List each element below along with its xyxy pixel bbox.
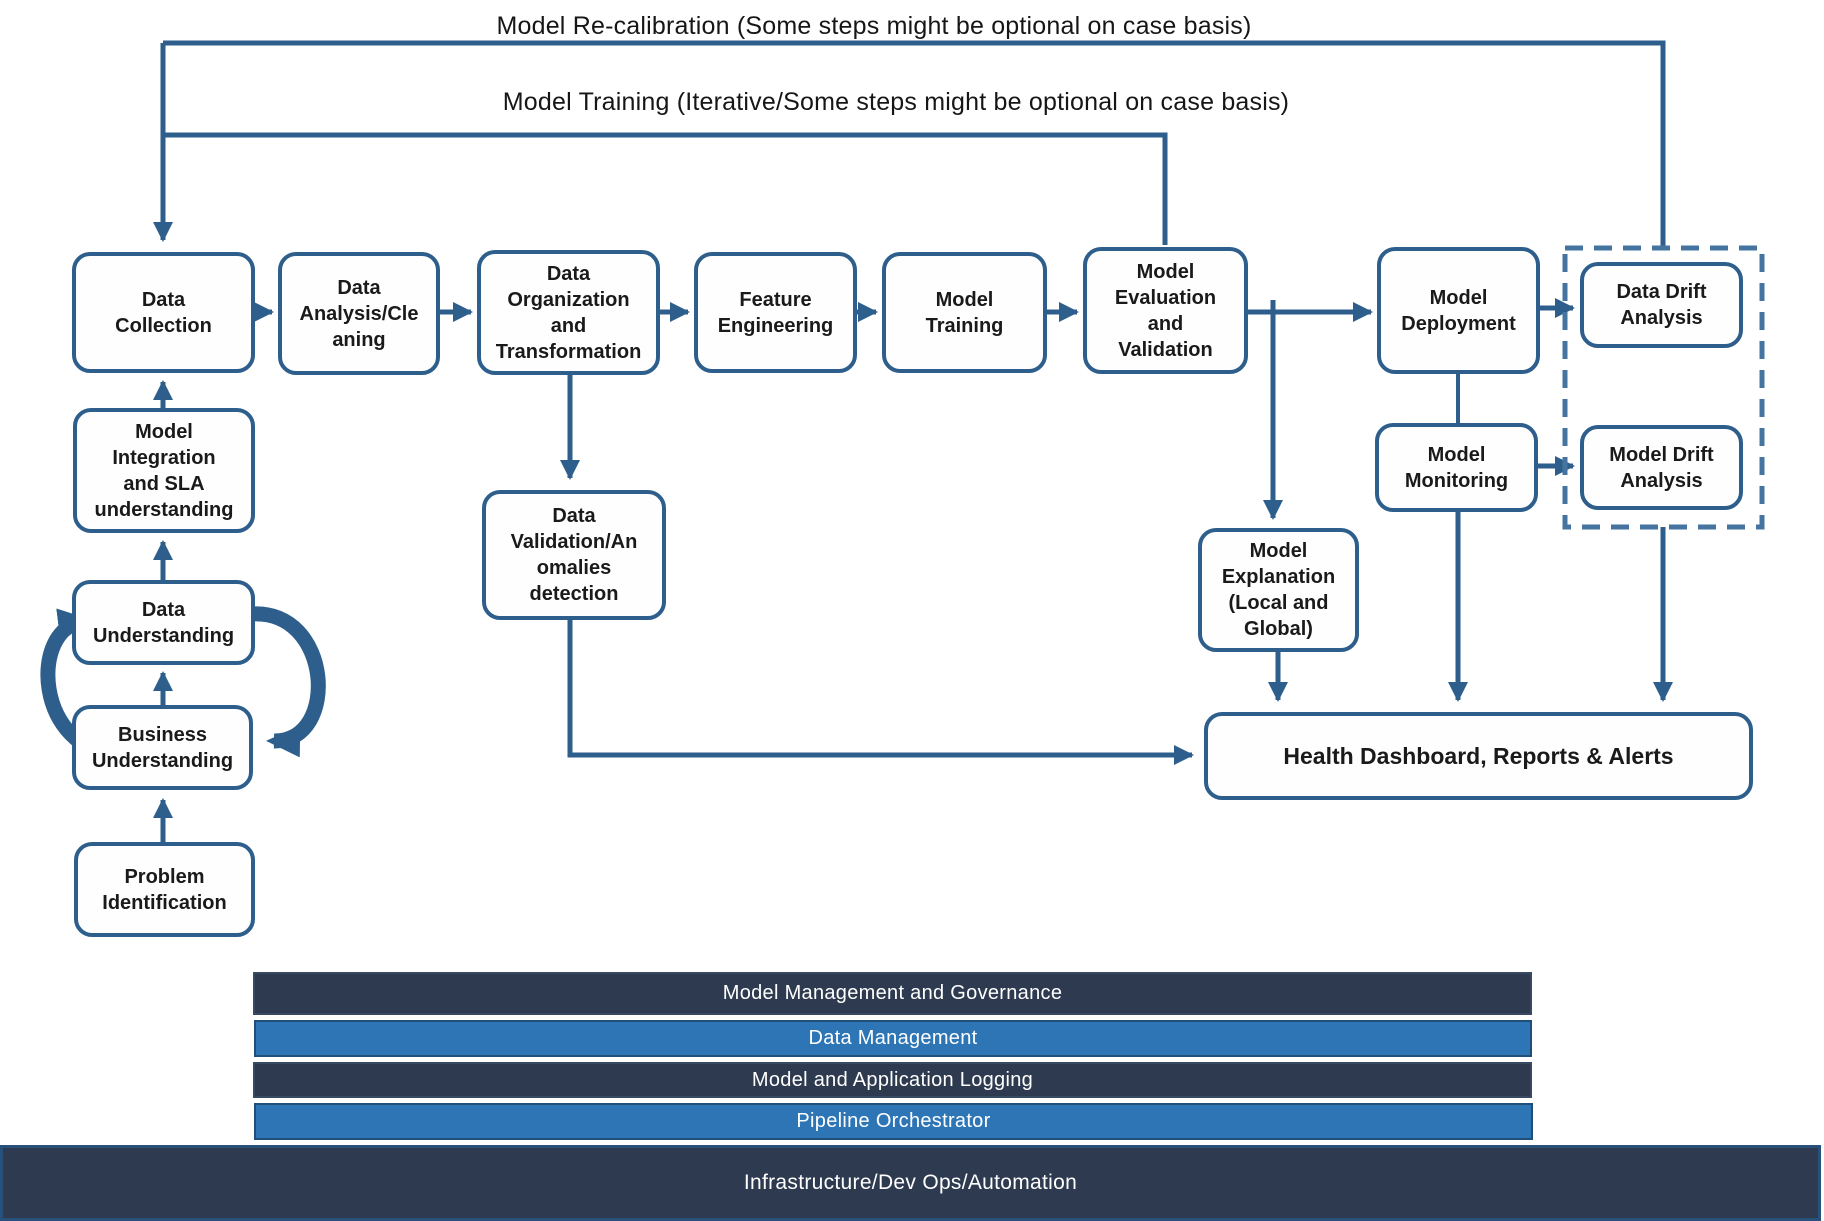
- node-model-explanation: Model Explanation (Local and Global): [1198, 528, 1359, 652]
- node-label: Problem Identification: [102, 865, 227, 914]
- node-health-dashboard: Health Dashboard, Reports & Alerts: [1204, 712, 1753, 800]
- layer-label: Model and Application Logging: [751, 1068, 1034, 1091]
- node-data-drift-analysis: Data Drift Analysis: [1580, 262, 1743, 348]
- layer-label: Data Management: [808, 1027, 978, 1049]
- node-label: Data Collection: [115, 288, 212, 337]
- node-model-evaluation-validation: Model Evaluation and Validation: [1083, 247, 1248, 374]
- layer-label: Model Management and Governance: [722, 982, 1063, 1004]
- node-model-training: Model Training: [882, 252, 1047, 373]
- node-label: Model Deployment: [1401, 286, 1516, 335]
- node-label: Model Training: [925, 288, 1004, 337]
- node-data-understanding: Data Understanding: [72, 580, 255, 665]
- node-data-collection: Data Collection: [72, 252, 255, 373]
- node-data-validation-anomalies: Data Validation/An omalies detection: [482, 490, 666, 620]
- node-label: Model Drift Analysis: [1609, 443, 1714, 492]
- node-label: Data Organization and Transformation: [495, 262, 642, 363]
- cycle-arrow-right: [251, 606, 326, 758]
- training-loop-line: [163, 132, 1168, 245]
- arrow-validation-to-dashboard: [567, 620, 1194, 765]
- node-label: Model Evaluation and Validation: [1114, 260, 1217, 361]
- node-feature-engineering: Feature Engineering: [694, 252, 857, 373]
- layer-model-application-logging: Model and Application Logging: [253, 1062, 1532, 1098]
- node-label: Model Integration and SLA understanding: [94, 420, 234, 521]
- layer-label: Pipeline Orchestrator: [796, 1110, 991, 1132]
- training-loop-label: Model Training (Iterative/Some steps mig…: [502, 88, 1290, 116]
- node-label: Health Dashboard, Reports & Alerts: [1283, 743, 1674, 769]
- node-model-monitoring: Model Monitoring: [1375, 423, 1538, 512]
- node-data-organization-transformation: Data Organization and Transformation: [477, 250, 660, 375]
- node-label: Model Monitoring: [1404, 443, 1509, 492]
- node-label: Feature Engineering: [717, 288, 834, 337]
- layer-label: Infrastructure/Dev Ops/Automation: [743, 1171, 1078, 1194]
- node-business-understanding: Business Understanding: [72, 705, 253, 790]
- recalibration-loop-label: Model Re-calibration (Some steps might b…: [496, 12, 1252, 40]
- layer-data-management: Data Management: [254, 1020, 1532, 1057]
- node-label: Business Understanding: [91, 723, 234, 772]
- layer-model-management-governance: Model Management and Governance: [253, 972, 1532, 1015]
- drift-analysis-dashed-group: [1562, 245, 1765, 530]
- node-model-drift-analysis: Model Drift Analysis: [1580, 425, 1743, 510]
- node-problem-identification: Problem Identification: [74, 842, 255, 937]
- node-data-analysis-cleaning: Data Analysis/Cle aning: [278, 252, 440, 375]
- layer-infrastructure-devops-automation: Infrastructure/Dev Ops/Automation: [0, 1145, 1821, 1221]
- node-label: Data Drift Analysis: [1616, 281, 1707, 329]
- recalibration-loop-line: [163, 40, 1666, 246]
- layer-pipeline-orchestrator: Pipeline Orchestrator: [254, 1103, 1533, 1140]
- node-label: Data Understanding: [92, 598, 235, 647]
- node-model-integration-sla: Model Integration and SLA understanding: [73, 408, 255, 533]
- node-label: Data Analysis/Cle aning: [299, 276, 419, 351]
- node-model-deployment: Model Deployment: [1377, 247, 1540, 374]
- node-label: Data Validation/An omalies detection: [510, 505, 638, 605]
- node-label: Model Explanation (Local and Global): [1221, 540, 1336, 640]
